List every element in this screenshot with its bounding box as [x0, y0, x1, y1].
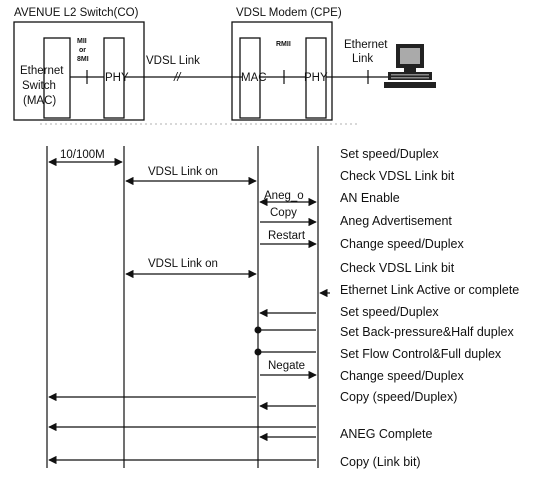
negate-label: Negate	[268, 360, 305, 372]
phy-left-label: PHY	[105, 72, 129, 84]
link-break-mark: //	[173, 72, 182, 84]
computer-icon	[384, 44, 436, 88]
step-label: Set Flow Control&Full duplex	[340, 347, 502, 361]
step-label: Set speed/Duplex	[340, 305, 439, 319]
ethernet-switch-label: Ethernet Switch (MAC)	[20, 65, 64, 107]
step-label: Change speed/Duplex	[340, 237, 464, 251]
restart-label: Restart	[268, 230, 306, 242]
step-label: AN Enable	[340, 191, 400, 205]
speed-label: 10/100M	[60, 149, 105, 161]
step-label: Set Back-pressure&Half duplex	[340, 325, 514, 339]
step-label: Copy (Link bit)	[340, 455, 421, 469]
ethernet-switch-label-line-3: (MAC)	[23, 95, 56, 107]
vdsl-link-label: VDSL Link	[146, 55, 200, 67]
mac-right-label: MAC	[241, 72, 267, 84]
mii-label-line-2: or	[79, 47, 86, 54]
ethernet-link-label-line-2: Link	[352, 53, 373, 65]
mii-label-line-3: 8MI	[77, 56, 89, 63]
step-label: Change speed/Duplex	[340, 369, 464, 383]
switch-title: AVENUE L2 Switch(CO)	[14, 7, 139, 19]
ethernet-switch-label-line-1: Ethernet	[20, 65, 64, 77]
mii-label-line-1: MII	[77, 38, 87, 45]
link-on-label-1: VDSL Link on	[148, 166, 218, 178]
modem-title: VDSL Modem (CPE)	[236, 7, 342, 19]
step-label: Check VDSL Link bit	[340, 261, 455, 275]
step-label: Check VDSL Link bit	[340, 169, 455, 183]
aneg-on-label: Aneg_o	[264, 190, 304, 202]
copy-label: Copy	[270, 207, 297, 219]
step-label: Copy (speed/Duplex)	[340, 390, 457, 404]
step-label: Aneg Advertisement	[340, 214, 452, 228]
modem-box	[232, 22, 332, 120]
step-label: Set speed/Duplex	[340, 147, 439, 161]
ethernet-link-label-line-1: Ethernet	[344, 39, 388, 51]
rmii-label: RMII	[276, 41, 291, 48]
step-label: Ethernet Link Active or complete	[340, 283, 519, 297]
phy-right-label: PHY	[304, 72, 328, 84]
step-labels: Set speed/Duplex Check VDSL Link bit AN …	[340, 147, 519, 469]
step-label: ANEG Complete	[340, 427, 432, 441]
ethernet-switch-label-line-2: Switch	[22, 80, 56, 92]
link-on-label-2: VDSL Link on	[148, 258, 218, 270]
